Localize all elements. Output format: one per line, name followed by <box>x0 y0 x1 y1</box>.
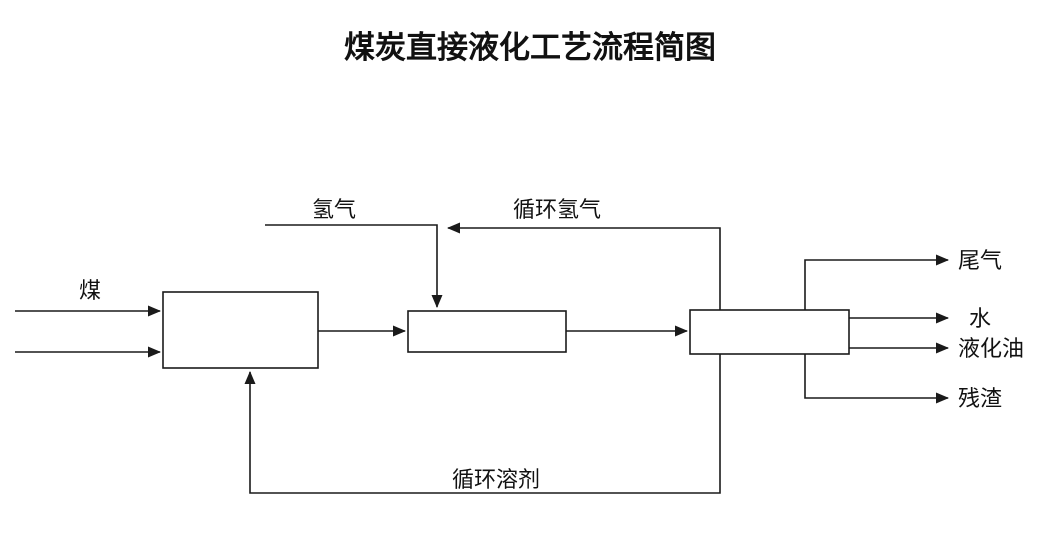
residue-arrow <box>804 354 949 404</box>
hydrogen-feed-arrow <box>265 224 443 308</box>
diagram-title: 煤炭直接液化工艺流程简图 <box>344 30 716 65</box>
recycle-hydrogen-label: 循环氢气 <box>513 197 601 222</box>
water-label: 水 <box>969 306 991 331</box>
process-box-3 <box>689 309 850 355</box>
coal-label: 煤 <box>79 278 101 303</box>
process-boxes <box>162 291 850 369</box>
process-box-1 <box>162 291 319 369</box>
process-box-2 <box>407 310 567 353</box>
tail-gas-arrow <box>804 254 949 310</box>
flow-labels: 煤 氢气 循环氢气 尾气 水 液化油 残渣 循环溶剂 <box>79 197 1024 492</box>
tail-gas-label: 尾气 <box>958 248 1002 273</box>
residue-label: 残渣 <box>958 386 1002 411</box>
recycle-solvent-label: 循环溶剂 <box>452 467 540 492</box>
flow-lines <box>15 222 949 494</box>
liquefied-oil-label: 液化油 <box>958 336 1024 361</box>
recycle-solvent-arrow <box>244 354 721 494</box>
hydrogen-label: 氢气 <box>312 197 356 222</box>
recycle-hydrogen-arrow <box>447 222 721 310</box>
